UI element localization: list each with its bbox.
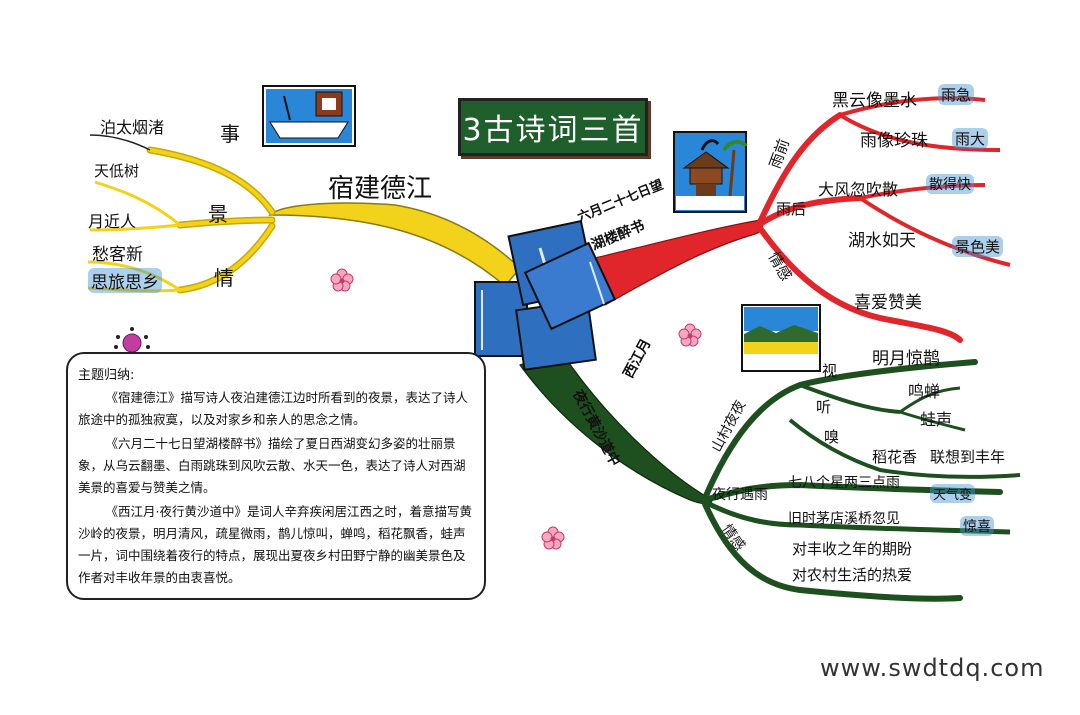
flower-icon (541, 526, 565, 550)
poem2-leaf-7: 景色美 (952, 236, 1004, 257)
poem1-leaf-3: 愁客新 (92, 245, 143, 265)
poem2-leaf-6: 湖水如天 (848, 231, 916, 251)
poem1-aspect-qing: 情 (214, 266, 234, 290)
landscape-icon (741, 304, 821, 372)
theme-summary-heading: 主题归纳: (78, 368, 135, 383)
poem2-leaf-0: 黑云像墨水 (832, 91, 917, 111)
poem3-sense-xiu: 嗅 (824, 428, 840, 446)
poem3-sense-shi: 视 (822, 362, 838, 380)
watermark-text: www.swdtdq.com (820, 654, 1045, 682)
branch-wanghulou (594, 96, 1011, 343)
poem1-aspect-jing: 景 (208, 202, 228, 226)
poem2-leaf-4: 大风忽吹散 (818, 180, 899, 199)
poem3-leaf-0: 明月惊鹊 (872, 349, 940, 369)
flower-icon (330, 268, 354, 292)
books-icon (474, 219, 617, 371)
flower-icon (114, 327, 150, 353)
boat-icon (262, 85, 356, 147)
poem2-leaf-2: 雨像珍珠 (860, 131, 928, 151)
poem3-leaf-9: 对丰收之年的期盼 (792, 540, 913, 558)
page-title-text: 3古诗词三首 (462, 113, 644, 148)
poem2-leaf-5: 散得快 (926, 174, 974, 194)
poem3-leaf-4: 联想到丰年 (930, 448, 1006, 466)
theme-summary-paragraph-1: 《宿建德江》描写诗人夜泊建德江边时所看到的夜景，表达了诗人旅途中的孤独寂寞，以及… (78, 390, 469, 427)
poem3-leaf-2: 蛙声 (920, 410, 953, 429)
poem2-leaf-3: 雨大 (952, 128, 989, 149)
poem2-leaf-8: 喜爱赞美 (854, 293, 922, 313)
poem2-leaf-1: 雨急 (938, 84, 975, 105)
poem3-sense-ting: 听 (816, 398, 832, 416)
theme-summary-paragraph-3: 《西江月·夜行黄沙道中》是词人辛弃疾闲居江西之时，着意描写黄沙岭的夜景，明月清风… (78, 504, 472, 585)
poem3-leaf-5: 七八个星两三点雨 (788, 475, 900, 491)
poem3-leaf-1: 鸣蝉 (908, 382, 941, 401)
pavilion-icon (673, 131, 748, 213)
poem1-title: 宿建德江 (328, 174, 433, 204)
poem2-aspect-yuhou: 雨后 (776, 200, 807, 218)
branch-xijiangyue (519, 349, 1021, 602)
poem1-leaf-2: 月近人 (88, 212, 137, 231)
poem3-leaf-6: 天气变 (930, 484, 976, 503)
branch-suojiandejiang (87, 134, 522, 294)
poem1-leaf-0: 泊太烟渚 (100, 118, 165, 137)
theme-summary-box: 主题归纳: 《宿建德江》描写诗人夜泊建德江边时所看到的夜景，表达了诗人旅途中的孤… (66, 352, 486, 600)
poem3-leaf-10: 对农村生活的热爱 (792, 566, 913, 584)
poem3-leaf-8: 惊喜 (960, 516, 994, 536)
poem3-leaf-3: 稻花香 (872, 448, 918, 466)
poem1-leaf-4: 思旅思乡 (88, 268, 162, 293)
flower-icon (678, 323, 702, 347)
theme-summary-paragraph-2: 《六月二十七日望湖楼醉书》描绘了夏日西湖变幻多姿的壮丽景象，从乌云翻墨、白雨跳珠… (78, 436, 466, 495)
poem3-leaf-7: 旧时茅店溪桥忽见 (788, 511, 900, 527)
page-title: 3古诗词三首 (458, 98, 648, 156)
poem1-leaf-1: 天低树 (94, 162, 140, 180)
poem3-aspect-yexing: 夜行遇雨 (712, 487, 768, 503)
poem1-aspect-shi: 事 (220, 122, 240, 146)
